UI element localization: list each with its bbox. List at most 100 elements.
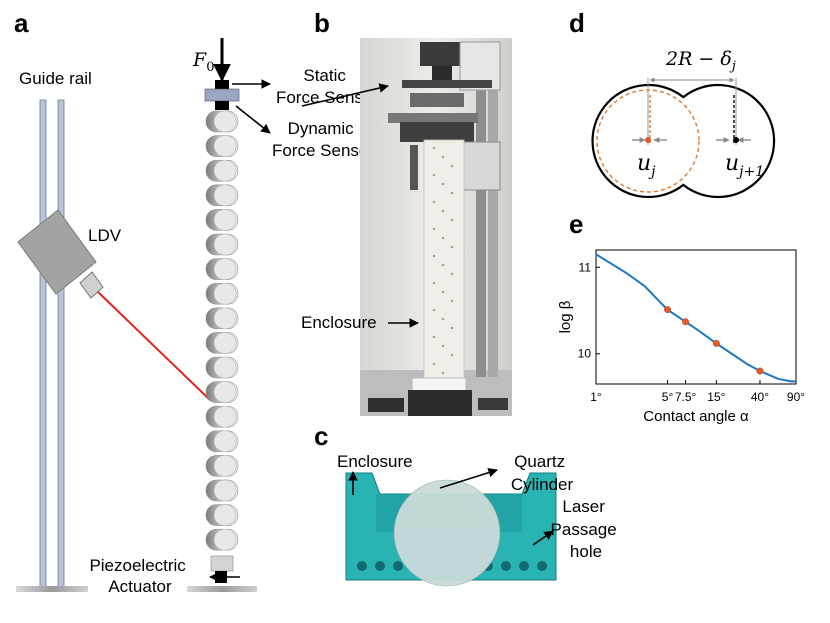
data-point [682, 318, 690, 326]
tube-bead [441, 317, 445, 321]
tube-bead [441, 263, 445, 267]
guide-rail [16, 99, 88, 592]
panel-b-tag: b [314, 8, 330, 38]
cylinder-bead [205, 233, 239, 256]
tube-bead [432, 200, 436, 204]
plot-frame [595, 249, 797, 385]
cylinder-bead [205, 159, 239, 182]
data-point [664, 306, 671, 314]
dynamic-sensor-label: Dynamic Force Sensor [272, 119, 374, 160]
tube-bead [432, 254, 436, 258]
static-sensor-label: Static Force Sensor [276, 66, 378, 107]
data-point [712, 339, 720, 347]
x-tick-label: 7.5° [675, 390, 697, 404]
cylinder-label: Quartz Cylinder [511, 452, 574, 494]
laser-beam [97, 291, 211, 401]
y-axis-label: log β [557, 300, 574, 333]
cylinder-bead [205, 332, 239, 354]
panel-c: c Enclosure Quartz Cylinder Laser Passag… [314, 421, 622, 587]
tube-bead [432, 146, 436, 150]
panel-e-tag: e [569, 209, 583, 239]
cylinder-bead [205, 209, 239, 231]
cylinder-bead [205, 504, 239, 526]
guide-rail-label: Guide rail [19, 69, 92, 88]
actuator-label: Piezoelectric Actuator [89, 556, 190, 596]
photo-static-arrow [301, 83, 389, 107]
passage-hole [375, 561, 385, 571]
panel-a-tag: a [14, 8, 29, 38]
panel-d-tag: d [569, 8, 585, 38]
cylinder-arrow [439, 468, 498, 489]
tube-bead [450, 272, 454, 276]
tube-bead [441, 155, 445, 159]
tube-bead [441, 182, 445, 186]
cylinder-bead [205, 282, 239, 305]
panel-a: a Guide rail LDV F0 [14, 8, 378, 596]
enclosure-c-label: Enclosure [337, 452, 413, 471]
panel-d: d 2R − δj uj uj+1 [569, 8, 776, 199]
panel-c-tag: c [314, 421, 328, 451]
x-tick-label: 40° [751, 390, 769, 404]
photo-enclosure-label: Enclosure [301, 313, 377, 332]
tube-bead [432, 362, 436, 366]
tube-bead [441, 209, 445, 213]
piezo-actuator [187, 555, 257, 592]
tube-bead [432, 335, 436, 339]
x-tick-label: 15° [707, 390, 725, 404]
cylinder-chain [205, 110, 239, 551]
tube-bead [432, 281, 436, 285]
x-tick-label: 1° [590, 390, 602, 404]
tube-bead [450, 299, 454, 303]
cylinder-bead [205, 405, 239, 428]
passage-hole [393, 561, 403, 571]
u-left-label: uj [637, 151, 656, 180]
tube-bead [441, 236, 445, 240]
hole-label: Laser Passage hole [551, 497, 622, 561]
passage-hole [501, 561, 511, 571]
passage-hole [519, 561, 529, 571]
u-right-label: uj+1 [725, 151, 764, 180]
tube-bead [450, 353, 454, 357]
cylinder-bead [205, 258, 239, 280]
x-tick-label: 90° [787, 390, 805, 404]
y-tick-label: 10 [578, 347, 592, 361]
cylinder-bead [205, 430, 239, 453]
tube-bead [441, 344, 445, 348]
bead-pair-outline [591, 83, 776, 199]
tube-bead [432, 173, 436, 177]
loading-assembly [204, 38, 240, 110]
tube-bead [450, 191, 454, 195]
cylinder-bead [205, 356, 239, 379]
cylinder-bead [205, 381, 239, 403]
cylinder-bead [205, 455, 239, 477]
center-right [733, 137, 739, 143]
tube-bead [432, 227, 436, 231]
tube-bead [441, 290, 445, 294]
panel-b: b Enclosure [301, 8, 512, 416]
ldv-device [17, 209, 104, 299]
passage-hole [357, 561, 367, 571]
tube-bead [450, 245, 454, 249]
gap-label: 2R − δj [665, 48, 736, 74]
data-point [756, 367, 764, 375]
tube-bead [450, 326, 454, 330]
tube-bead [432, 308, 436, 312]
cylinder-bead [205, 479, 239, 502]
tube-bead [441, 371, 445, 375]
cylinder-bead [205, 307, 239, 330]
tube-bead [450, 218, 454, 222]
force-symbol: F0 [192, 49, 214, 75]
quartz-cylinder [393, 479, 501, 587]
displacement-guides [649, 95, 735, 143]
tube-beads [432, 146, 454, 375]
x-axis-label: Contact angle α [643, 408, 749, 425]
cylinder-bead [205, 110, 239, 133]
center-left [645, 137, 651, 143]
passage-hole [537, 561, 547, 571]
cylinder-bead [205, 135, 239, 157]
dynamic-sensor-arrow [235, 105, 271, 134]
